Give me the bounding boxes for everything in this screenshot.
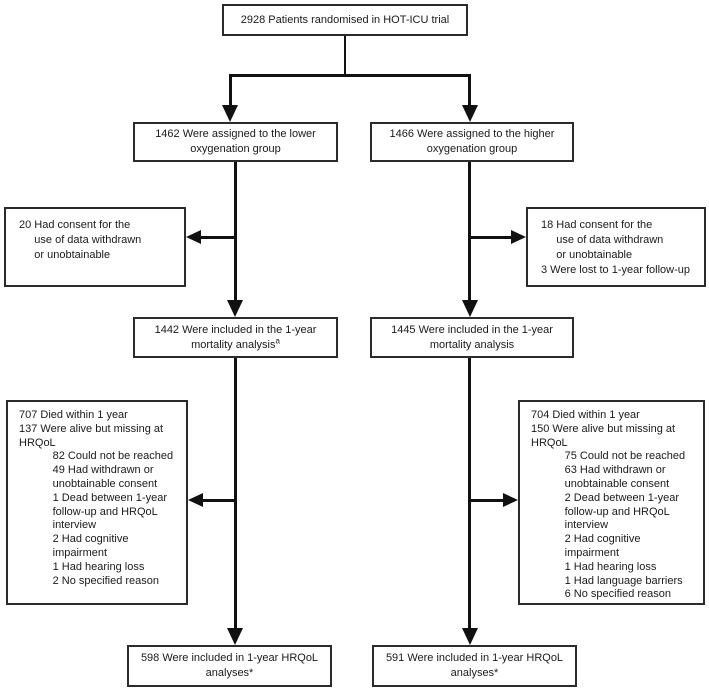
higher-consent-text: 18 Had consent for the use of data withd… (541, 219, 690, 276)
higher-hrqol-text: 591 Were included in 1-year HRQoL analys… (385, 652, 564, 679)
box-lower-hrqol-exclusions: 707 Died within 1 year 137 Were alive bu… (6, 400, 188, 605)
connector-stem (344, 35, 346, 75)
connector-exclusion-left (203, 499, 235, 502)
box-lower-group: 1462 Were assigned to the lower oxygenat… (133, 122, 338, 162)
lower-consent-text: 20 Had consent for the use of data withd… (19, 219, 142, 261)
box-higher-hrqol-exclusions: 704 Died within 1 year 150 Were alive bu… (518, 400, 705, 605)
lower-mortality-text: 1442 Were included in the 1-year mortali… (154, 323, 317, 351)
arrow-down-icon (462, 105, 478, 122)
box-lower-mortality-analysis: 1442 Were included in the 1-year mortali… (133, 317, 338, 358)
footnote-marker-a: a (275, 335, 280, 345)
connector-consent-right (470, 236, 511, 239)
arrow-right-icon (511, 230, 526, 244)
box-higher-hrqol-analyses: 591 Were included in 1-year HRQoL analys… (372, 645, 577, 687)
higher-mortality-text: 1445 Were included in the 1-year mortali… (391, 323, 553, 351)
lower-exclusions-text: 707 Died within 1 year 137 Were alive bu… (19, 409, 174, 587)
arrow-left-icon (186, 230, 201, 244)
connector-right-col-2 (468, 358, 471, 629)
arrow-down-icon (227, 300, 243, 317)
connector-left-col-2 (234, 358, 237, 629)
lower-hrqol-text: 598 Were included in 1-year HRQoL analys… (140, 652, 319, 679)
box-lower-consent-withdrawn: 20 Had consent for the use of data withd… (4, 207, 186, 287)
connector-branch (229, 74, 471, 77)
connector-exclusion-right (470, 499, 503, 502)
arrow-right-icon (503, 493, 518, 507)
randomised-text: 2928 Patients randomised in HOT-ICU tria… (240, 13, 450, 26)
connector-drop-right (468, 74, 471, 105)
higher-group-text: 1466 Were assigned to the higher oxygena… (389, 128, 555, 155)
box-higher-mortality-analysis: 1445 Were included in the 1-year mortali… (370, 317, 574, 358)
higher-exclusions-text: 704 Died within 1 year 150 Were alive bu… (531, 409, 686, 601)
arrow-down-icon (227, 628, 243, 645)
arrow-down-icon (462, 300, 478, 317)
connector-left-col-1 (234, 162, 237, 301)
connector-right-col-1 (468, 162, 471, 301)
lower-group-text: 1462 Were assigned to the lower oxygenat… (155, 128, 316, 155)
arrow-down-icon (222, 105, 238, 122)
arrow-left-icon (188, 493, 203, 507)
connector-consent-left (201, 236, 235, 239)
arrow-down-icon (462, 628, 478, 645)
box-higher-group: 1466 Were assigned to the higher oxygena… (370, 122, 574, 162)
box-randomised: 2928 Patients randomised in HOT-ICU tria… (222, 4, 468, 36)
connector-drop-left (229, 74, 232, 105)
box-higher-consent-withdrawn: 18 Had consent for the use of data withd… (526, 207, 706, 287)
box-lower-hrqol-analyses: 598 Were included in 1-year HRQoL analys… (127, 645, 332, 687)
